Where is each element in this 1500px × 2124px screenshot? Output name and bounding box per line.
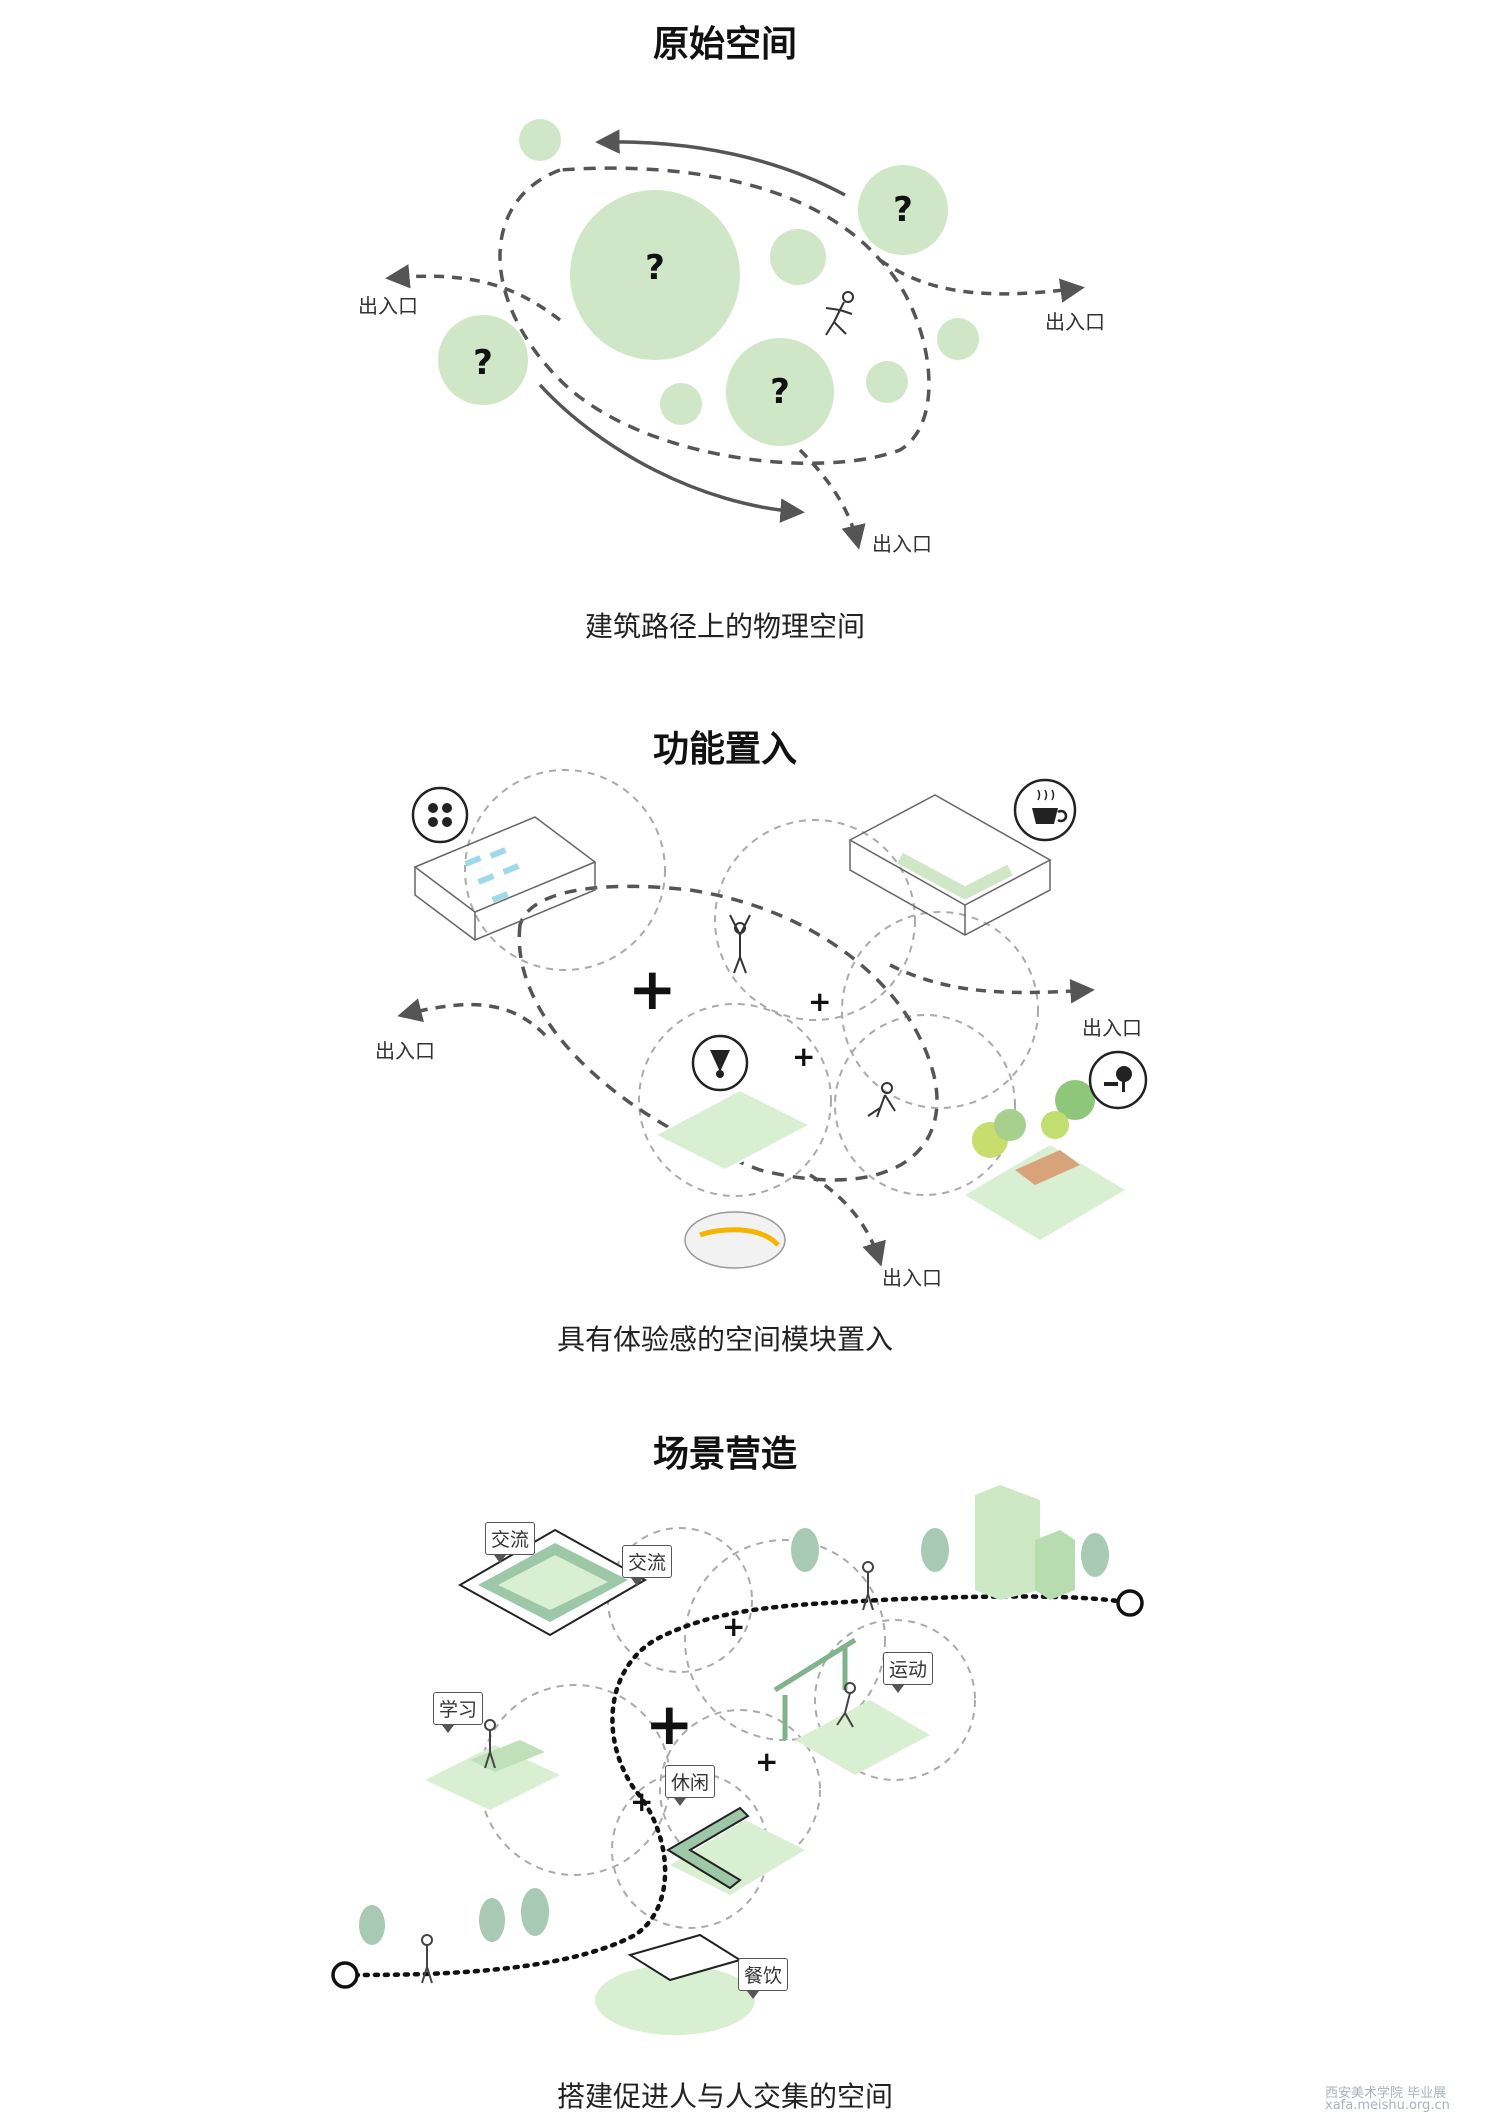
dashed-arrow-down: [798, 448, 866, 550]
scene-person-figures: [421, 1561, 874, 1984]
bubble-small-c: [937, 318, 979, 360]
bubble-lower: [726, 338, 834, 446]
office-buildings: [975, 1485, 1075, 1600]
dotted-journey-path: [342, 1594, 1128, 1978]
bubble-top-left: [519, 119, 561, 161]
badminton-court: [652, 1088, 813, 1172]
section-original-space: [385, 119, 1085, 550]
section-2-caption: 具有体验感的空间模块置入: [556, 1323, 893, 1356]
journey-start-node: [331, 1961, 359, 1989]
solid-arrow-bottom: [538, 383, 805, 523]
coffee-cup-icon: [1013, 778, 1077, 842]
dashed-arrow-left: [385, 264, 562, 322]
bubble-unknown-mark: ?: [770, 372, 790, 412]
entrance-label-left: 出入口: [375, 1039, 435, 1063]
plus-mark-small: +: [755, 1745, 779, 1778]
bubble-mid: [770, 229, 826, 285]
pergola: [773, 1637, 930, 1775]
person-figures: [729, 914, 896, 1118]
bubble-unknown-mark: ?: [645, 248, 665, 288]
entrance-label-bottom: 出入口: [882, 1266, 942, 1290]
plus-mark-small: +: [792, 1040, 816, 1073]
scene-tag-chat: 交流: [622, 1545, 673, 1586]
bubble-small-b: [866, 361, 908, 403]
bubble-unknown-mark: ?: [473, 343, 493, 383]
classroom-box: [413, 816, 597, 941]
path-lines: [385, 129, 1085, 550]
section-scene-build: [331, 1485, 1144, 2035]
dining-zone: [595, 1933, 755, 2035]
solid-arrow-top: [595, 129, 846, 197]
plus-mark-large: +: [645, 1690, 694, 1758]
sunken-plaza: [457, 1528, 648, 1637]
function-arrows: [397, 963, 1095, 1267]
bubble-large: [570, 190, 740, 360]
tree-bench-icon: [1088, 1050, 1148, 1110]
watermark-line-2: xafa.meishu.org.cn: [1325, 2098, 1450, 2113]
round-stage: [684, 1211, 786, 1269]
scene-tag-dining: 餐饮: [738, 1958, 789, 1999]
scene-tag-leisure: 休闲: [665, 1765, 716, 1806]
plus-mark-small: +: [808, 985, 832, 1018]
section-3-title: 场景营造: [652, 1434, 797, 1475]
section-1-title: 原始空间: [652, 24, 797, 65]
trees: [359, 1528, 1109, 1945]
scene-tag-sport: 运动: [883, 1652, 934, 1693]
section-3-caption: 搭建促进人与人交集的空间: [556, 2080, 893, 2113]
bubble-unknown-mark: ?: [893, 190, 913, 230]
dashed-loop-path: [498, 166, 931, 465]
green-bubble-group: [438, 119, 979, 446]
group-people-icon: [411, 786, 469, 844]
badminton-shuttlecock-icon: [691, 1034, 749, 1092]
watermark-line-1: 西安美术学院 毕业展: [1325, 2086, 1447, 2101]
plus-mark-large: +: [628, 955, 677, 1023]
scene-tag-study: 学习: [433, 1692, 484, 1733]
journey-end-node: [1116, 1589, 1144, 1617]
park-pavilion: [965, 1080, 1125, 1240]
section-1-caption: 建筑路径上的物理空间: [584, 610, 865, 643]
bubble-small-a: [660, 383, 702, 425]
entrance-label-right: 出入口: [1082, 1016, 1142, 1040]
scene-tag-chat: 交流: [485, 1522, 536, 1563]
function-circles: [464, 769, 1039, 1197]
plus-mark-small: +: [722, 1610, 746, 1643]
entrance-label-right: 出入口: [1045, 310, 1105, 334]
cafe-box: [848, 794, 1052, 936]
dashed-arrow-right: [878, 258, 1085, 303]
bubble-left: [438, 315, 528, 405]
study-table: [425, 1740, 560, 1810]
bubble-upper-right: [858, 165, 948, 255]
plus-mark-small: +: [630, 1785, 654, 1818]
lounge-bench: [666, 1806, 805, 1895]
running-person-icon: [825, 291, 854, 336]
entrance-label-left: 出入口: [358, 294, 418, 318]
section-2-title: 功能置入: [652, 729, 797, 770]
entrance-label-bottom: 出入口: [872, 532, 932, 556]
section-function-insert: [397, 769, 1148, 1269]
